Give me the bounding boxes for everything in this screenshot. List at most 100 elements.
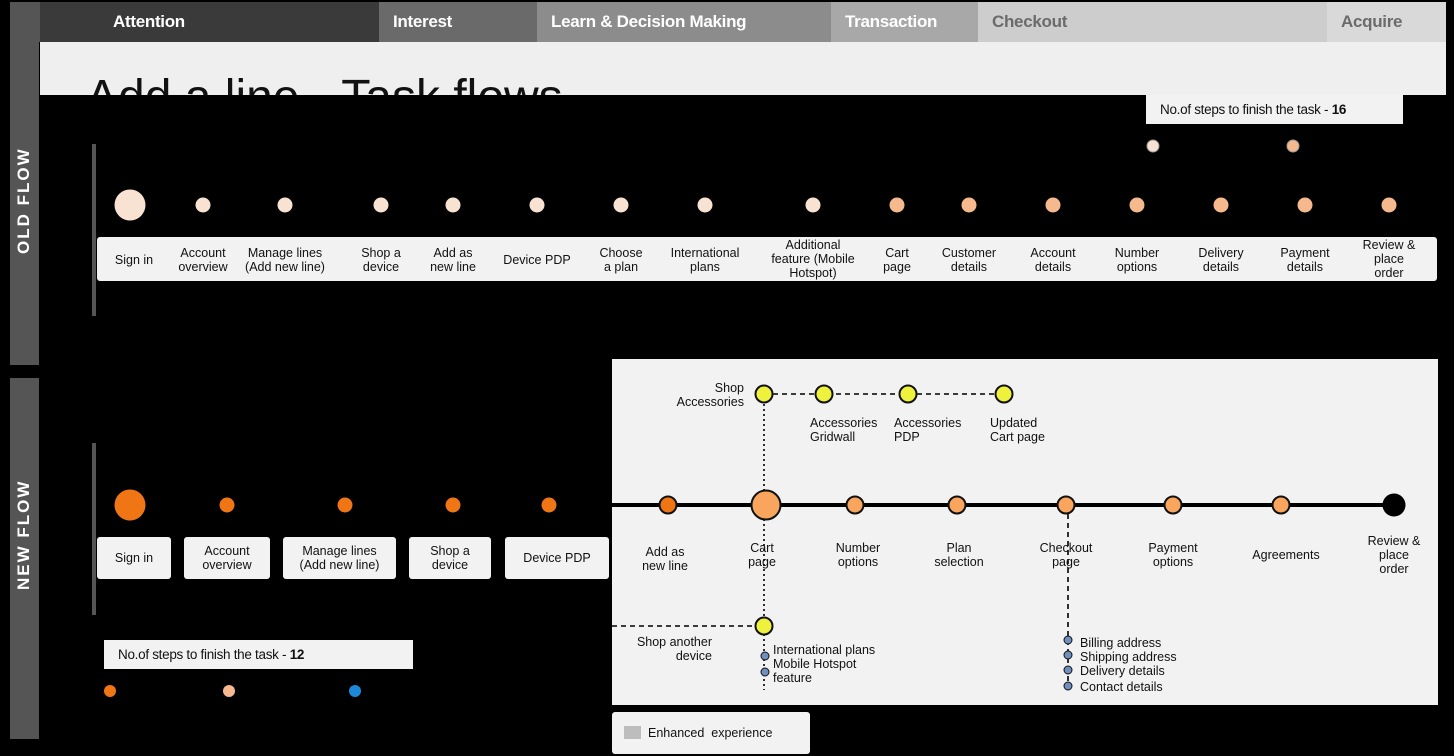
accessories-gridwall-label: Accessories Gridwall — [810, 416, 878, 444]
enhanced-step-node — [1163, 495, 1183, 515]
delivery-details-label: Delivery details — [1080, 664, 1165, 678]
enhanced-step-node — [1271, 495, 1291, 515]
old-step-node — [1381, 197, 1397, 213]
billing-address-label: Billing address — [1080, 636, 1162, 650]
old-step-label: Customer details — [941, 246, 997, 274]
updated-cart-node — [994, 384, 1014, 404]
old-step-node — [697, 197, 713, 213]
new-step-box: Sign in — [97, 537, 171, 579]
enhanced-step-label: Number options — [835, 541, 881, 569]
old-step-label: Shop a device — [361, 246, 401, 274]
stage-label: Checkout — [992, 12, 1068, 31]
old-flow-divider — [92, 144, 96, 316]
old-step-node — [805, 197, 821, 213]
old-step-node — [1129, 197, 1145, 213]
enhanced-legend: Enhanced experience — [612, 712, 810, 754]
stage-label: Interest — [393, 12, 453, 31]
new-step-box: Manage lines (Add new line) — [283, 537, 396, 579]
old-step-label: Manage lines (Add new line) — [245, 246, 325, 274]
cart-sub-node — [760, 667, 770, 677]
enhanced-step-label: Payment options — [1148, 541, 1198, 569]
shipping-address-label: Shipping address — [1080, 650, 1177, 664]
new-step-node — [541, 497, 557, 513]
new-step-box: Account overview — [184, 537, 270, 579]
new-steps-count-box: No.of steps to finish the task - 12 — [104, 640, 413, 669]
contact-details-label: Contact details — [1080, 680, 1163, 694]
enhanced-step-label: Add as new line — [642, 545, 688, 573]
international-plans-label: International plans — [773, 643, 876, 657]
accessories-pdp-node — [898, 384, 918, 404]
old-step-label: Payment details — [1280, 246, 1330, 274]
old-step-label: Review & place order — [1362, 238, 1416, 280]
new-legend-dot — [349, 685, 361, 697]
stage-interest: Interest — [379, 2, 537, 42]
new-step-box: Device PDP — [505, 537, 609, 579]
old-step-node — [613, 197, 629, 213]
shop-another-device-label: Shop another device — [636, 635, 712, 663]
stage-transaction: Transaction — [831, 2, 978, 42]
enhanced-step-node — [1056, 495, 1076, 515]
old-step-node — [1045, 197, 1061, 213]
old-step-node — [1297, 197, 1313, 213]
enhanced-step-label: Agreements — [1252, 548, 1320, 562]
title-panel: Add a line - Task flows — [40, 42, 1446, 95]
legend-label: Enhanced experience — [648, 726, 773, 740]
old-step-label: Delivery details — [1198, 246, 1244, 274]
enhanced-step-label: Review & place order — [1367, 534, 1421, 576]
shop-accessories-label: Shop Accessories — [676, 381, 744, 409]
old-step-label: Sign in — [114, 253, 154, 267]
new-step-node — [337, 497, 353, 513]
old-flow-side-band: OLD FLOW — [10, 42, 39, 365]
page-title: Add a line - Task flows — [86, 70, 563, 95]
new-legend-dot — [104, 685, 116, 697]
old-step-label: Number options — [1114, 246, 1160, 274]
old-flow-label-band — [97, 237, 1437, 281]
enhanced-step-label: Plan selection — [934, 541, 984, 569]
checkout-sub-node — [1063, 681, 1073, 691]
new-step-node — [114, 489, 146, 521]
old-step-node — [195, 197, 211, 213]
cart-sub-node — [760, 651, 770, 661]
enhanced-step-node — [658, 495, 678, 515]
old-step-label: Account overview — [178, 246, 228, 274]
old-step-node — [277, 197, 293, 213]
new-step-node — [219, 497, 235, 513]
old-step-label: International plans — [670, 246, 740, 274]
enhanced-step-node — [1382, 493, 1406, 517]
old-step-node — [373, 197, 389, 213]
enhanced-step-node — [845, 495, 865, 515]
old-step-node — [1213, 197, 1229, 213]
old-legend-dot — [1286, 139, 1300, 153]
new-steps-count: 12 — [289, 647, 305, 662]
old-steps-count-box: No.of steps to finish the task - 16 — [1146, 95, 1403, 124]
enhanced-step-label: Cart page — [748, 541, 776, 569]
old-step-label: Choose a plan — [599, 246, 643, 274]
stage-label: Attention — [113, 12, 185, 31]
stage-acquire: Acquire — [1327, 2, 1446, 42]
old-step-label: Device PDP — [503, 253, 571, 267]
shop-accessories-node — [754, 384, 774, 404]
stage-bar-left-cap — [10, 2, 40, 42]
enhanced-step-label: Checkout page — [1039, 541, 1093, 569]
new-flow-side-band: NEW FLOW — [10, 378, 39, 739]
stage-learn-decision: Learn & Decision Making — [537, 2, 831, 42]
mobile-hotspot-label: Mobile Hotspot feature — [773, 657, 857, 685]
stage-attention: Attention — [40, 2, 379, 42]
old-legend-dot — [1146, 139, 1160, 153]
new-step-node — [445, 497, 461, 513]
checkout-sub-node — [1063, 650, 1073, 660]
old-step-node — [961, 197, 977, 213]
new-step-box: Shop a device — [409, 537, 491, 579]
stage-label: Transaction — [845, 12, 938, 31]
enhanced-step-node — [750, 489, 782, 521]
updated-cart-label: Updated Cart page — [990, 416, 1045, 444]
stage-label: Learn & Decision Making — [551, 12, 747, 31]
old-step-label: Account details — [1030, 246, 1076, 274]
old-steps-prefix: No.of steps to finish the task - — [1160, 102, 1332, 117]
checkout-sub-node — [1063, 635, 1073, 645]
enhanced-step-node — [947, 495, 967, 515]
stage-label: Acquire — [1341, 12, 1403, 31]
accessories-pdp-label: Accessories PDP — [894, 416, 962, 444]
old-step-node — [445, 197, 461, 213]
